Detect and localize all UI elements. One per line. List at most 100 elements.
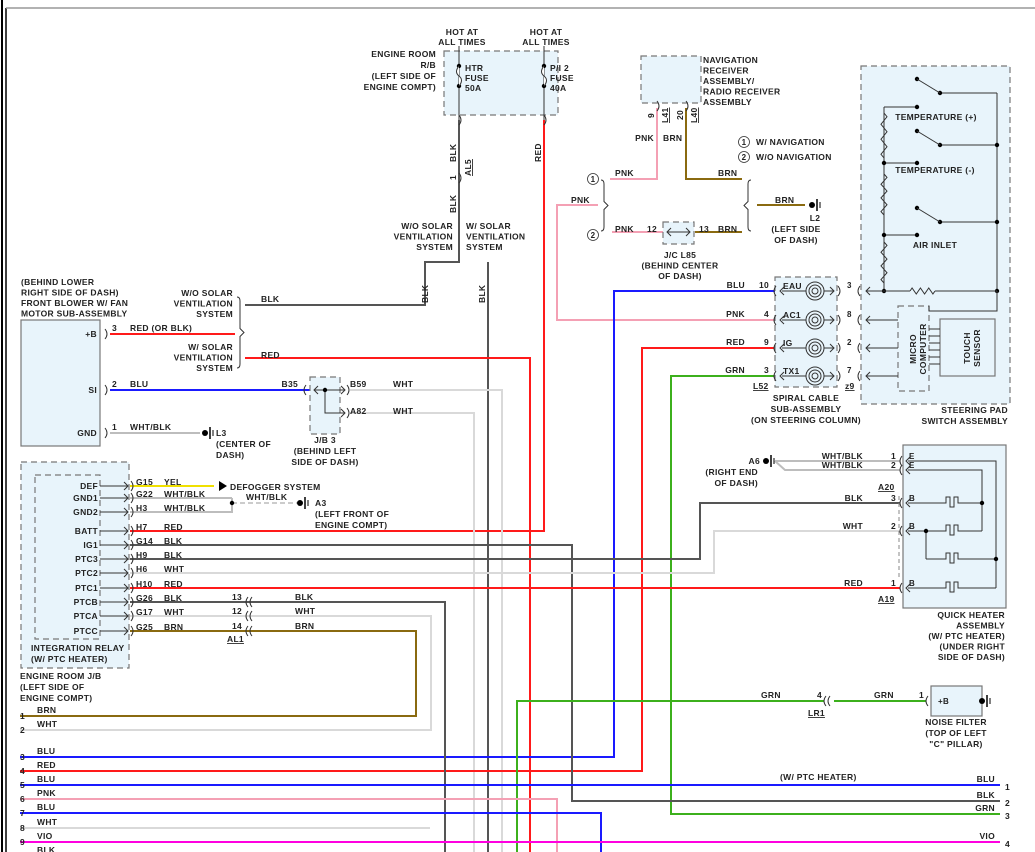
spiral-connector [837,314,841,326]
wire-color-label: RED (OR BLK) [130,323,192,333]
connector-id-al5: AL5 [463,159,473,176]
wire-color-label: VIO [37,831,53,841]
noise-filter-ground-icon [979,695,991,707]
junction-dot [979,500,985,506]
qh-terminal-label: E [909,461,915,470]
wire-a82-wht [350,412,475,852]
nav-connector-id: L40 [689,107,699,123]
wire-color-label: PNK [571,195,590,205]
ground-l3-label: L3 [216,428,227,438]
al1-connector-id: AL1 [227,634,244,644]
wire-blower-red-w-solar [245,357,531,852]
wire-color-label: GRN [761,690,781,700]
wire-color-label: GRN [725,365,745,375]
ground-l2-icon [809,199,821,211]
wire-color-label: WHT [295,606,316,616]
blower-solar-brace [236,296,245,369]
ground-dot [979,698,985,704]
ground-a6-label: A6 [749,456,760,466]
htr-fuse-label: HTR [465,63,483,73]
front-blower-motor [20,319,101,447]
w-solar-label: VENTILATION [466,232,525,242]
switch-common [940,92,998,291]
wire-color-label: BLK [477,284,487,303]
pi2-fuse-label: 40A [550,83,567,93]
jc-pin-label: 13 [699,224,709,234]
switch-label-temperature-minus: TEMPERATURE (-) [895,165,974,175]
pad-connector [857,285,861,297]
qh-connector [899,455,903,467]
ground-a6-icon [763,455,775,467]
qh-terminal-arrow [905,465,911,475]
micro-computer [897,305,930,392]
relay-terminal-arrow [123,611,129,621]
wire-color-label: PNK [615,168,634,178]
blower-wo-solar-label: W/O SOLAR [181,288,233,298]
bus-terminal-number: 3 [20,752,25,762]
spiral-terminal-arrow [779,343,785,353]
wire-color-label: VIO [979,831,995,841]
relay-terminal-label: PTCA [74,611,98,621]
wire-ptca-wht [20,615,432,731]
relay-terminal-arrow [123,568,129,578]
relay-terminal-arrow [123,493,129,503]
relay-terminal-arrow [123,540,129,550]
relay-terminal-arrow [123,583,129,593]
ground-dot [809,202,815,208]
spiral-terminal-arrow [829,286,835,296]
wire-color-label: BRN [295,621,314,631]
ptc-heater-element-icon [940,552,966,564]
htr-fuse-label: 50A [465,83,482,93]
spiral-pin-label: 9 [764,337,769,347]
pad-pin-label: 7 [847,366,852,375]
al5-connector [458,172,462,184]
wire-color-label: WHT/BLK [164,489,206,499]
wire-color-label: WHT [393,406,414,416]
steering-pad-label: SWITCH ASSEMBLY [921,416,1008,426]
wire-color-label: RED [533,143,543,162]
pad-pin-label: 3 [847,281,852,290]
spiral-terminal-arrow [779,315,785,325]
relay-connector [130,582,134,594]
engine-room-rb-label: R/B [420,60,436,70]
junction-dot [993,556,999,562]
jb3-label: SIDE OF DASH) [291,457,358,467]
fuse-connector [543,114,547,126]
jb3-internal [313,385,346,418]
quick-heater-label: ASSEMBLY [956,621,1005,631]
wire-color-label: WHT [843,521,864,531]
jb3-connector-id: B59 [350,379,367,389]
touch-sensor [939,318,996,377]
blower-label: MOTOR SUB-ASSEMBLY [21,309,127,319]
legend-option-1-num: 1 [742,138,747,147]
al1-connector [249,610,253,622]
spiral-cable-label: (ON STEERING COLUMN) [751,415,861,425]
relay-connector-id: G17 [136,607,153,617]
spiral-ring [811,372,819,380]
wire-color-label: BLK [37,845,56,852]
wire-color-label: BLK [448,143,458,162]
wire-color-label: BLK [164,550,183,560]
bus-terminal-number: 9 [20,837,25,847]
blower-connector [104,328,108,340]
relay-connector-id: G22 [136,489,153,499]
wire-color-label: WHT [393,379,414,389]
jb3-connector-id: A82 [350,406,367,416]
wire-color-label: BRN [663,133,682,143]
pi2-fuse-icon [541,65,547,87]
engine-room-jb-label: (LEFT SIDE OF [20,682,84,692]
blower-w-solar-label: VENTILATION [174,353,233,363]
spiral-terminal-arrow [829,315,835,325]
wire-color-label: WHT [164,607,185,617]
quick-heater-label: (UNDER RIGHT [940,642,1006,652]
noise-filter-terminal: +B [938,697,949,706]
spiral-terminal-label: TX1 [783,366,800,376]
ptc-heater-element-icon [940,524,966,536]
temperature-plus-resistor-icon [880,112,888,159]
relay-connector-id: H9 [136,550,147,560]
qh-terminal-arrow [905,526,911,536]
components-layer [20,46,1011,717]
hot-at-all-times-label: ALL TIMES [438,37,485,47]
relay-connector [130,610,134,622]
